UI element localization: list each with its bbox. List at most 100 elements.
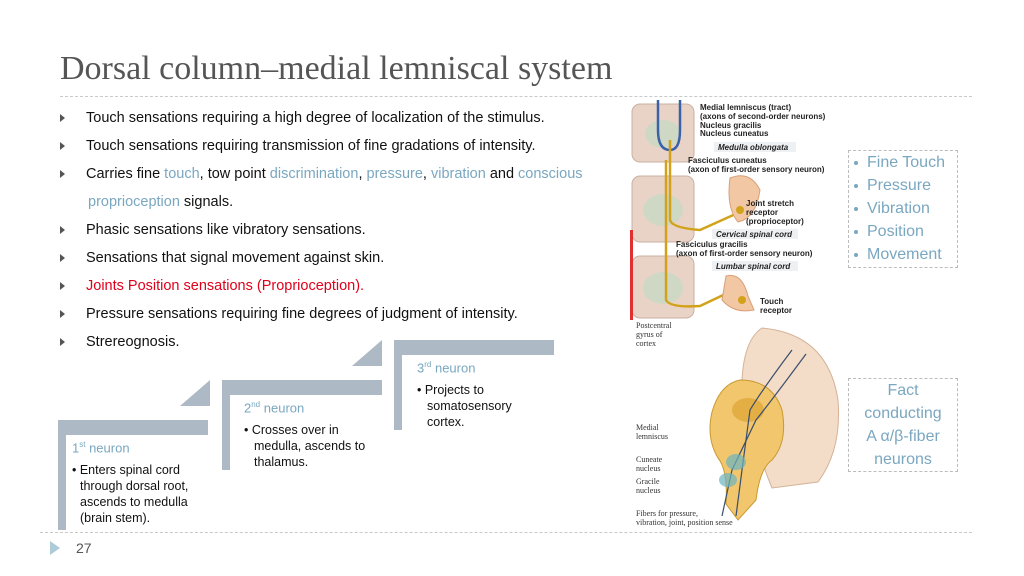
medulla-tag-bg	[714, 142, 796, 152]
step-bar-1-side	[58, 420, 66, 530]
step-bar-1	[58, 420, 208, 435]
modality-item: Position	[849, 220, 957, 243]
label-cuneate-2: nucleus	[636, 464, 660, 473]
label-ml-sub: (axons of second-order neurons)	[700, 112, 826, 121]
bullet-item: Touch sensations requiring transmission …	[60, 132, 640, 160]
neuron-ordinal: nd	[251, 400, 261, 409]
bullet-dot-icon	[854, 207, 858, 211]
label-gracile-2: nucleus	[636, 486, 660, 495]
bullet-item: Carries fine touch, tow point discrimina…	[60, 160, 640, 188]
page-marker-icon	[50, 541, 60, 555]
neuron-line: cortex.	[427, 415, 465, 429]
footer-divider	[40, 532, 972, 533]
bullet-item: Sensations that signal movement against …	[60, 244, 640, 272]
label-lumbar: Lumbar spinal cord	[716, 262, 791, 271]
label-fibers-1: Fibers for pressure,	[636, 509, 698, 518]
fact-line: A α/β-fiber	[866, 428, 940, 445]
term-conscious: conscious	[518, 166, 583, 182]
page-number: 27	[76, 540, 92, 556]
modality-text: Movement	[867, 246, 942, 263]
label-cervical: Cervical spinal cord	[716, 230, 793, 239]
bullet-item: Touch sensations requiring a high degree…	[60, 104, 640, 132]
bullet-item: Strereognosis.	[60, 328, 640, 356]
bullet-dot-icon	[854, 184, 858, 188]
term-pressure: pressure	[366, 166, 423, 182]
neuron-line: through dorsal root,	[80, 479, 189, 493]
touch-receptor	[738, 296, 746, 304]
label-postcentral-3: cortex	[636, 339, 656, 348]
label-fasciculus-gracilis: Fasciculus gracilis	[676, 240, 748, 249]
step-triangle-2	[352, 340, 382, 366]
term-discrimination: discrimination	[269, 166, 359, 182]
modality-item: Fine Touch	[849, 151, 957, 174]
label-gracile-1: Gracile	[636, 477, 660, 486]
slide-title: Dorsal column–medial lemniscal system	[60, 50, 613, 87]
label-fc-sub: (axon of first-order sensory neuron)	[688, 165, 825, 174]
neuron-word: neuron	[260, 400, 305, 416]
thalamus	[732, 398, 764, 422]
neuron-2-text: • Crosses over in medulla, ascends to th…	[244, 422, 365, 470]
pathway-yellow-1	[668, 140, 741, 232]
neuron-line: (brain stem).	[80, 511, 151, 525]
bullet-dot-icon	[854, 253, 858, 257]
step-bar-2-side	[222, 380, 230, 470]
label-postcentral-1: Postcentral	[636, 321, 672, 330]
neuron-line: • Projects to	[417, 383, 484, 397]
cervical-tag-bg	[712, 229, 798, 239]
neuron-number: 1	[72, 440, 80, 456]
modality-box: Fine Touch Pressure Vibration Position M…	[848, 150, 958, 268]
label-joint-2: receptor	[746, 208, 778, 217]
step-triangle-1	[180, 380, 210, 406]
arrow-bullet-icon	[60, 338, 65, 346]
bullet-item: Pressure sensations requiring fine degre…	[60, 300, 640, 328]
bullet-text: Joints Position sensations (Propriocepti…	[86, 278, 365, 294]
neuron-2-label: 2nd neuron	[244, 400, 304, 415]
arrow-bullet-icon	[60, 282, 65, 290]
fact-line: Fact	[887, 382, 919, 399]
label-medial-lemniscus: Medial lemniscus (tract)	[700, 103, 791, 112]
bullet-text: Strereognosis.	[86, 334, 180, 350]
arrow-bullet-icon	[60, 226, 65, 234]
bullet-text-sep: and	[485, 166, 519, 182]
label-postcentral-2: gyrus of	[636, 330, 663, 339]
label-joint-3: (proprioceptor)	[746, 217, 804, 226]
bullet-dot-icon	[854, 161, 858, 165]
bullet-dot-icon	[854, 230, 858, 234]
pathway-figure-bottom: Postcentral gyrus of cortex Medial lemni…	[636, 321, 840, 527]
pathway-yellow-2	[664, 160, 739, 308]
bullet-text: Sensations that signal movement against …	[86, 250, 385, 266]
step-bar-2	[222, 380, 382, 395]
red-bar	[630, 230, 633, 320]
bullet-text-sep: , tow point	[199, 166, 270, 182]
fact-box: Fact conducting A α/β-fiber neurons	[848, 378, 958, 472]
bullet-item-highlighted: Joints Position sensations (Propriocepti…	[60, 272, 640, 300]
term-proprioception: proprioception	[88, 194, 180, 210]
label-joint-1: Joint stretch	[746, 199, 794, 208]
label-medial-2: lemniscus	[636, 432, 668, 441]
neuron-word: neuron	[431, 360, 476, 376]
step-bar-3	[394, 340, 554, 355]
label-touch-1: Touch	[760, 297, 784, 306]
bullet-text-sep: ,	[422, 166, 431, 182]
neuron-number: 3	[417, 360, 425, 376]
grey-matter-1	[645, 120, 681, 148]
modality-text: Pressure	[867, 177, 932, 194]
neuron-line: ascends to medulla	[80, 495, 188, 509]
label-fg-sub: (axon of first-order sensory neuron)	[676, 249, 813, 258]
neuron-word: neuron	[85, 440, 130, 456]
grey-matter-3	[643, 272, 683, 304]
cuneate-highlight	[726, 454, 746, 470]
modality-text: Position	[867, 223, 924, 240]
arrow-bullet-icon	[60, 254, 65, 262]
arrow-bullet-icon	[60, 142, 65, 150]
pathway-line-left	[721, 353, 807, 517]
label-cuneate-1: Cuneate	[636, 455, 663, 464]
label-nucleus-gracilis: Nucleus gracilis	[700, 121, 762, 130]
label-medial-1: Medial	[636, 423, 659, 432]
term-touch: touch	[164, 166, 200, 182]
bullet-item: Phasic sensations like vibratory sensati…	[60, 216, 640, 244]
neuron-line: somatosensory	[427, 399, 512, 413]
neuron-1-text: • Enters spinal cord through dorsal root…	[72, 462, 188, 526]
bullet-text: Touch sensations requiring transmission …	[86, 138, 536, 154]
neuron-ordinal: rd	[424, 360, 432, 369]
